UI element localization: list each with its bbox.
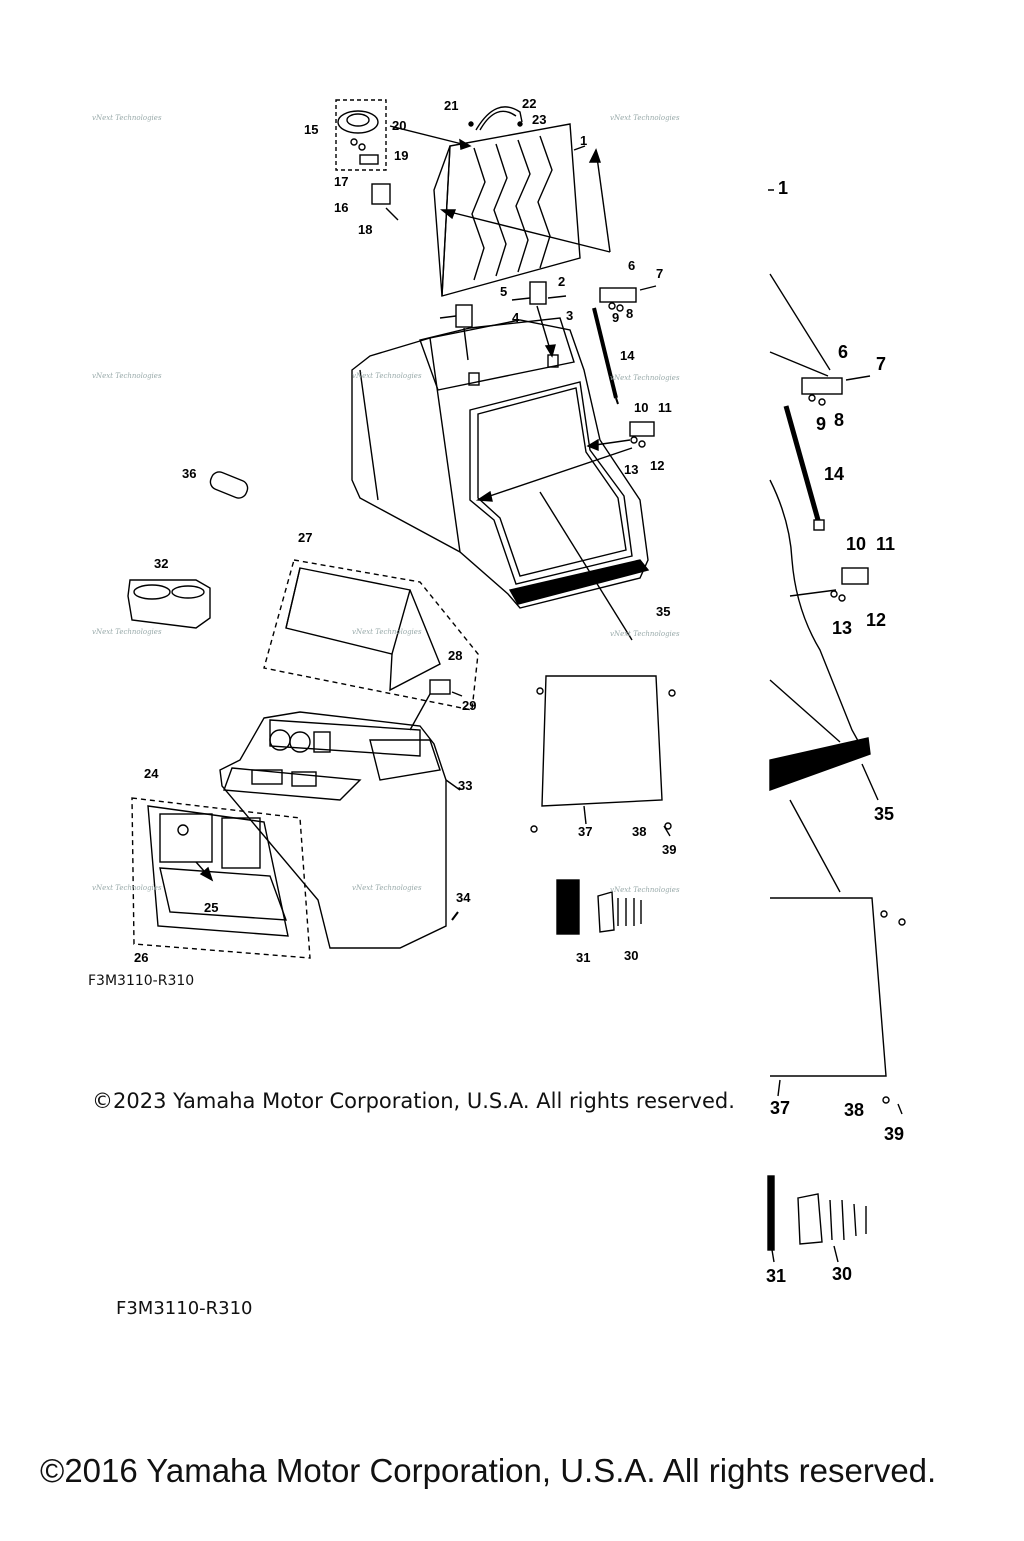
callout-6: 6 — [628, 258, 635, 273]
watermark: vNext Technologies — [610, 374, 680, 382]
detail-callout-31: 31 — [766, 1266, 786, 1286]
cab-shell — [351, 319, 649, 609]
detail-callout-1: 1 — [778, 178, 788, 198]
detail-owner-manual — [767, 1175, 775, 1251]
detail-callout-13: 13 — [832, 618, 852, 638]
copyright-2023: ©2023 Yamaha Motor Corporation, U.S.A. A… — [92, 1089, 735, 1113]
diagram-code-duplicate: F3M3110-R310 — [116, 1298, 253, 1319]
callout-38: 38 — [632, 824, 646, 839]
detail-callout-38: 38 — [844, 1100, 864, 1120]
callout-24: 24 — [144, 766, 159, 781]
callout-14: 14 — [620, 348, 635, 363]
callout-8: 8 — [626, 306, 633, 321]
knob-plate — [371, 183, 391, 205]
detail-callout-9: 9 — [816, 414, 826, 434]
detail-callout-10: 10 — [846, 534, 866, 554]
detail-callout-35: 35 — [874, 804, 894, 824]
callout-23: 23 — [532, 112, 546, 127]
detail-callout-6: 6 — [838, 342, 848, 362]
callout-33: 33 — [458, 778, 472, 793]
detail-callout-8: 8 — [834, 410, 844, 430]
callout-36: 36 — [182, 466, 196, 481]
callout-5: 5 — [500, 284, 507, 299]
callout-10: 10 — [634, 400, 648, 415]
leader-arrow-knob — [389, 125, 471, 147]
vent-knob-center — [346, 113, 370, 127]
callout-26: 26 — [134, 950, 148, 965]
callout-25: 25 — [204, 900, 218, 915]
watermark: vNext Technologies — [610, 114, 680, 122]
tool-kit-30 — [597, 891, 615, 933]
callout-30: 30 — [624, 948, 638, 963]
roof-panel — [441, 123, 581, 297]
callout-15: 15 — [304, 122, 318, 137]
detail-gas-strut — [783, 405, 821, 521]
watermark: vNext Technologies — [92, 628, 162, 636]
callout-29: 29 — [462, 698, 476, 713]
panel-27-group — [263, 559, 479, 711]
watermark: vNext Technologies — [610, 886, 680, 894]
detail-leader — [769, 273, 831, 371]
detail-callout-37: 37 — [770, 1098, 790, 1118]
diagram-code: F3M3110-R310 — [88, 973, 195, 989]
watermark: vNext Technologies — [92, 372, 162, 380]
callout-16: 16 — [334, 200, 348, 215]
callout-32: 32 — [154, 556, 168, 571]
callout-21: 21 — [444, 98, 458, 113]
grab-handle — [475, 106, 523, 131]
callout-11: 11 — [658, 400, 672, 415]
callout-labels: 1 2 3 4 5 6 7 8 9 10 11 12 13 14 15 16 1… — [134, 96, 676, 965]
callout-22: 22 — [522, 96, 536, 111]
callout-1: 1 — [580, 133, 587, 148]
knob-assembly-box — [335, 99, 387, 171]
floor-mat-37 — [541, 675, 663, 807]
watermark: vNext Technologies — [352, 884, 422, 892]
detail-callout-39: 39 — [884, 1124, 904, 1144]
watermark: vNext Technologies — [352, 628, 422, 636]
callout-37: 37 — [578, 824, 592, 839]
watermark: vNext Technologies — [352, 372, 422, 380]
owner-manual-31 — [556, 879, 580, 935]
watermark: vNext Technologies — [610, 630, 680, 638]
callout-18: 18 — [358, 222, 372, 237]
dash-console — [219, 711, 447, 949]
cup-holder-32 — [127, 579, 211, 629]
knob-bracket — [359, 154, 379, 165]
callout-39: 39 — [662, 842, 676, 857]
callout-34: 34 — [456, 890, 471, 905]
cab-roof-opening — [419, 317, 575, 391]
watermark-group: vNext Technologies vNext Technologies vN… — [92, 114, 680, 894]
callout-12: 12 — [650, 458, 664, 473]
detail-callout-12: 12 — [866, 610, 886, 630]
callout-7: 7 — [656, 266, 663, 281]
cab-front-opening — [469, 381, 633, 585]
callout-28: 28 — [448, 648, 462, 663]
callout-13: 13 — [624, 462, 638, 477]
callout-20: 20 — [392, 118, 406, 133]
callout-19: 19 — [394, 148, 408, 163]
callout-2: 2 — [558, 274, 565, 289]
watermark: vNext Technologies — [92, 114, 162, 122]
glovebox-group — [131, 797, 311, 959]
callout-9: 9 — [612, 310, 619, 325]
detail-callout-14: 14 — [824, 464, 844, 484]
glovebox-door — [159, 813, 213, 863]
reflector-36 — [209, 471, 249, 499]
callout-27: 27 — [298, 530, 312, 545]
copyright-2016: ©2016 Yamaha Motor Corporation, U.S.A. A… — [40, 1452, 937, 1489]
diagram-linework — [127, 99, 906, 1263]
callout-35: 35 — [656, 604, 670, 619]
callout-31: 31 — [576, 950, 590, 965]
callout-17: 17 — [334, 174, 348, 189]
callout-4: 4 — [512, 310, 520, 325]
detail-callout-labels: 1 6 7 8 9 10 11 12 13 14 35 37 38 39 31 … — [766, 178, 904, 1286]
watermark: vNext Technologies — [92, 884, 162, 892]
vent-knob — [337, 110, 379, 134]
detail-callout-30: 30 — [832, 1264, 852, 1284]
callout-3: 3 — [566, 308, 573, 323]
detail-callout-11: 11 — [876, 534, 895, 554]
detail-callout-7: 7 — [876, 354, 886, 374]
